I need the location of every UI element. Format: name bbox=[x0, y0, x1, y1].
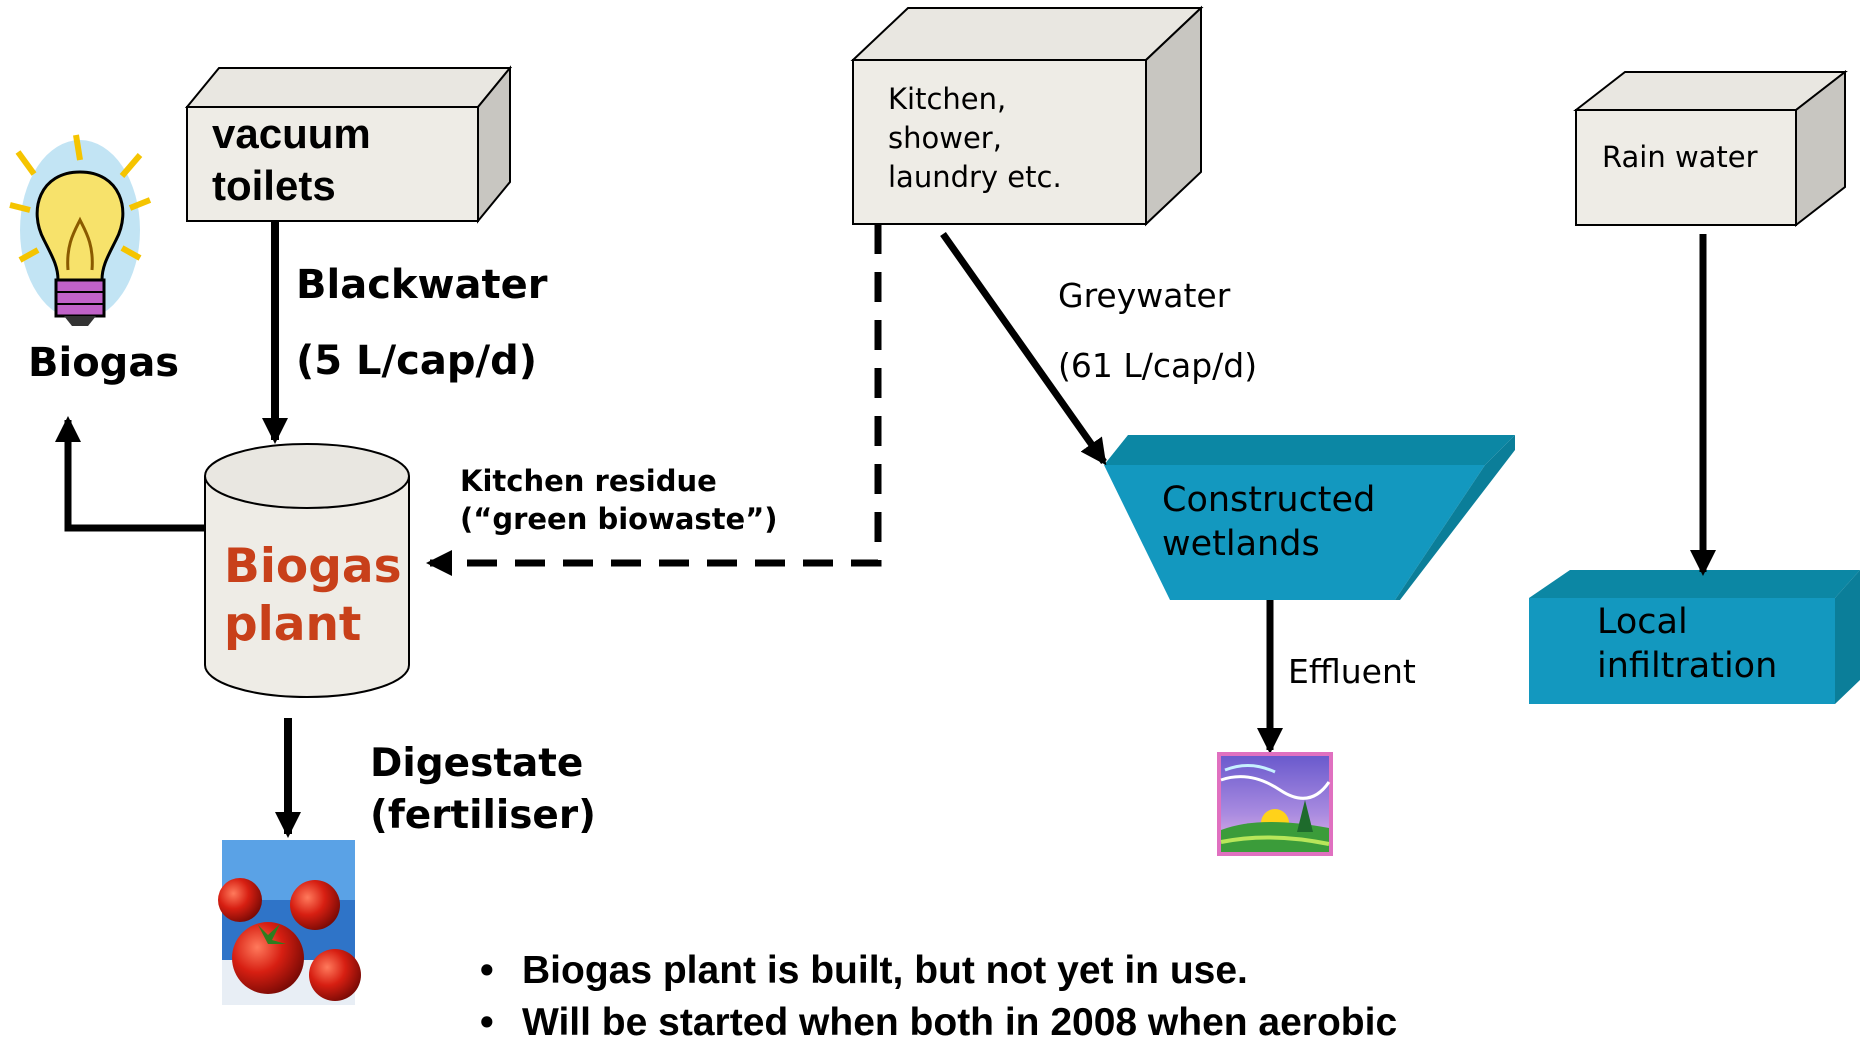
lightbulb-icon bbox=[9, 134, 152, 326]
local-infiltration-label: Local infiltration bbox=[1597, 602, 1778, 686]
vacuum-toilets-box bbox=[184, 65, 513, 224]
greywater-volume-label: (61 L/cap/d) bbox=[1058, 346, 1258, 385]
biogas-label: Biogas bbox=[28, 340, 180, 386]
kitchen-residue-arrow bbox=[426, 224, 882, 576]
vacuum-toilets-label: vacuum toilets bbox=[212, 110, 371, 209]
notes-list: Biogas plant is built, but not yet in us… bbox=[480, 945, 1397, 1049]
kitchen-residue-label: Kitchen residue (“green biowaste”) bbox=[460, 464, 778, 536]
blackwater-label: Blackwater bbox=[296, 262, 548, 308]
landscape-icon bbox=[1217, 752, 1333, 856]
biogas-plant-label: Biogas plant bbox=[224, 539, 402, 652]
rain-water-box bbox=[1573, 69, 1848, 228]
rain-water-label: Rain water bbox=[1602, 140, 1758, 174]
diagram-canvas bbox=[9, 5, 1860, 1005]
biogas-plant-cylinder bbox=[204, 443, 410, 698]
greywater-arrow bbox=[940, 231, 1107, 466]
note-item: Biogas plant is built, but not yet in us… bbox=[480, 945, 1397, 997]
biogas-output-arrow bbox=[55, 416, 205, 532]
constructed-wetlands-shape bbox=[1104, 435, 1515, 600]
kitchen-shower-box bbox=[850, 5, 1204, 227]
effluent-label: Effluent bbox=[1288, 652, 1416, 691]
digestate-label: Digestate (fertiliser) bbox=[370, 741, 596, 838]
local-infiltration-box bbox=[1529, 570, 1860, 704]
tomatoes-image bbox=[218, 840, 361, 1005]
connectors bbox=[55, 221, 1716, 838]
constructed-wetlands-label: Constructed wetlands bbox=[1162, 480, 1376, 564]
kitchen-shower-label: Kitchen, shower, laundry etc. bbox=[888, 82, 1062, 194]
blackwater-volume-label: (5 L/cap/d) bbox=[296, 338, 537, 384]
greywater-label: Greywater bbox=[1058, 276, 1231, 315]
